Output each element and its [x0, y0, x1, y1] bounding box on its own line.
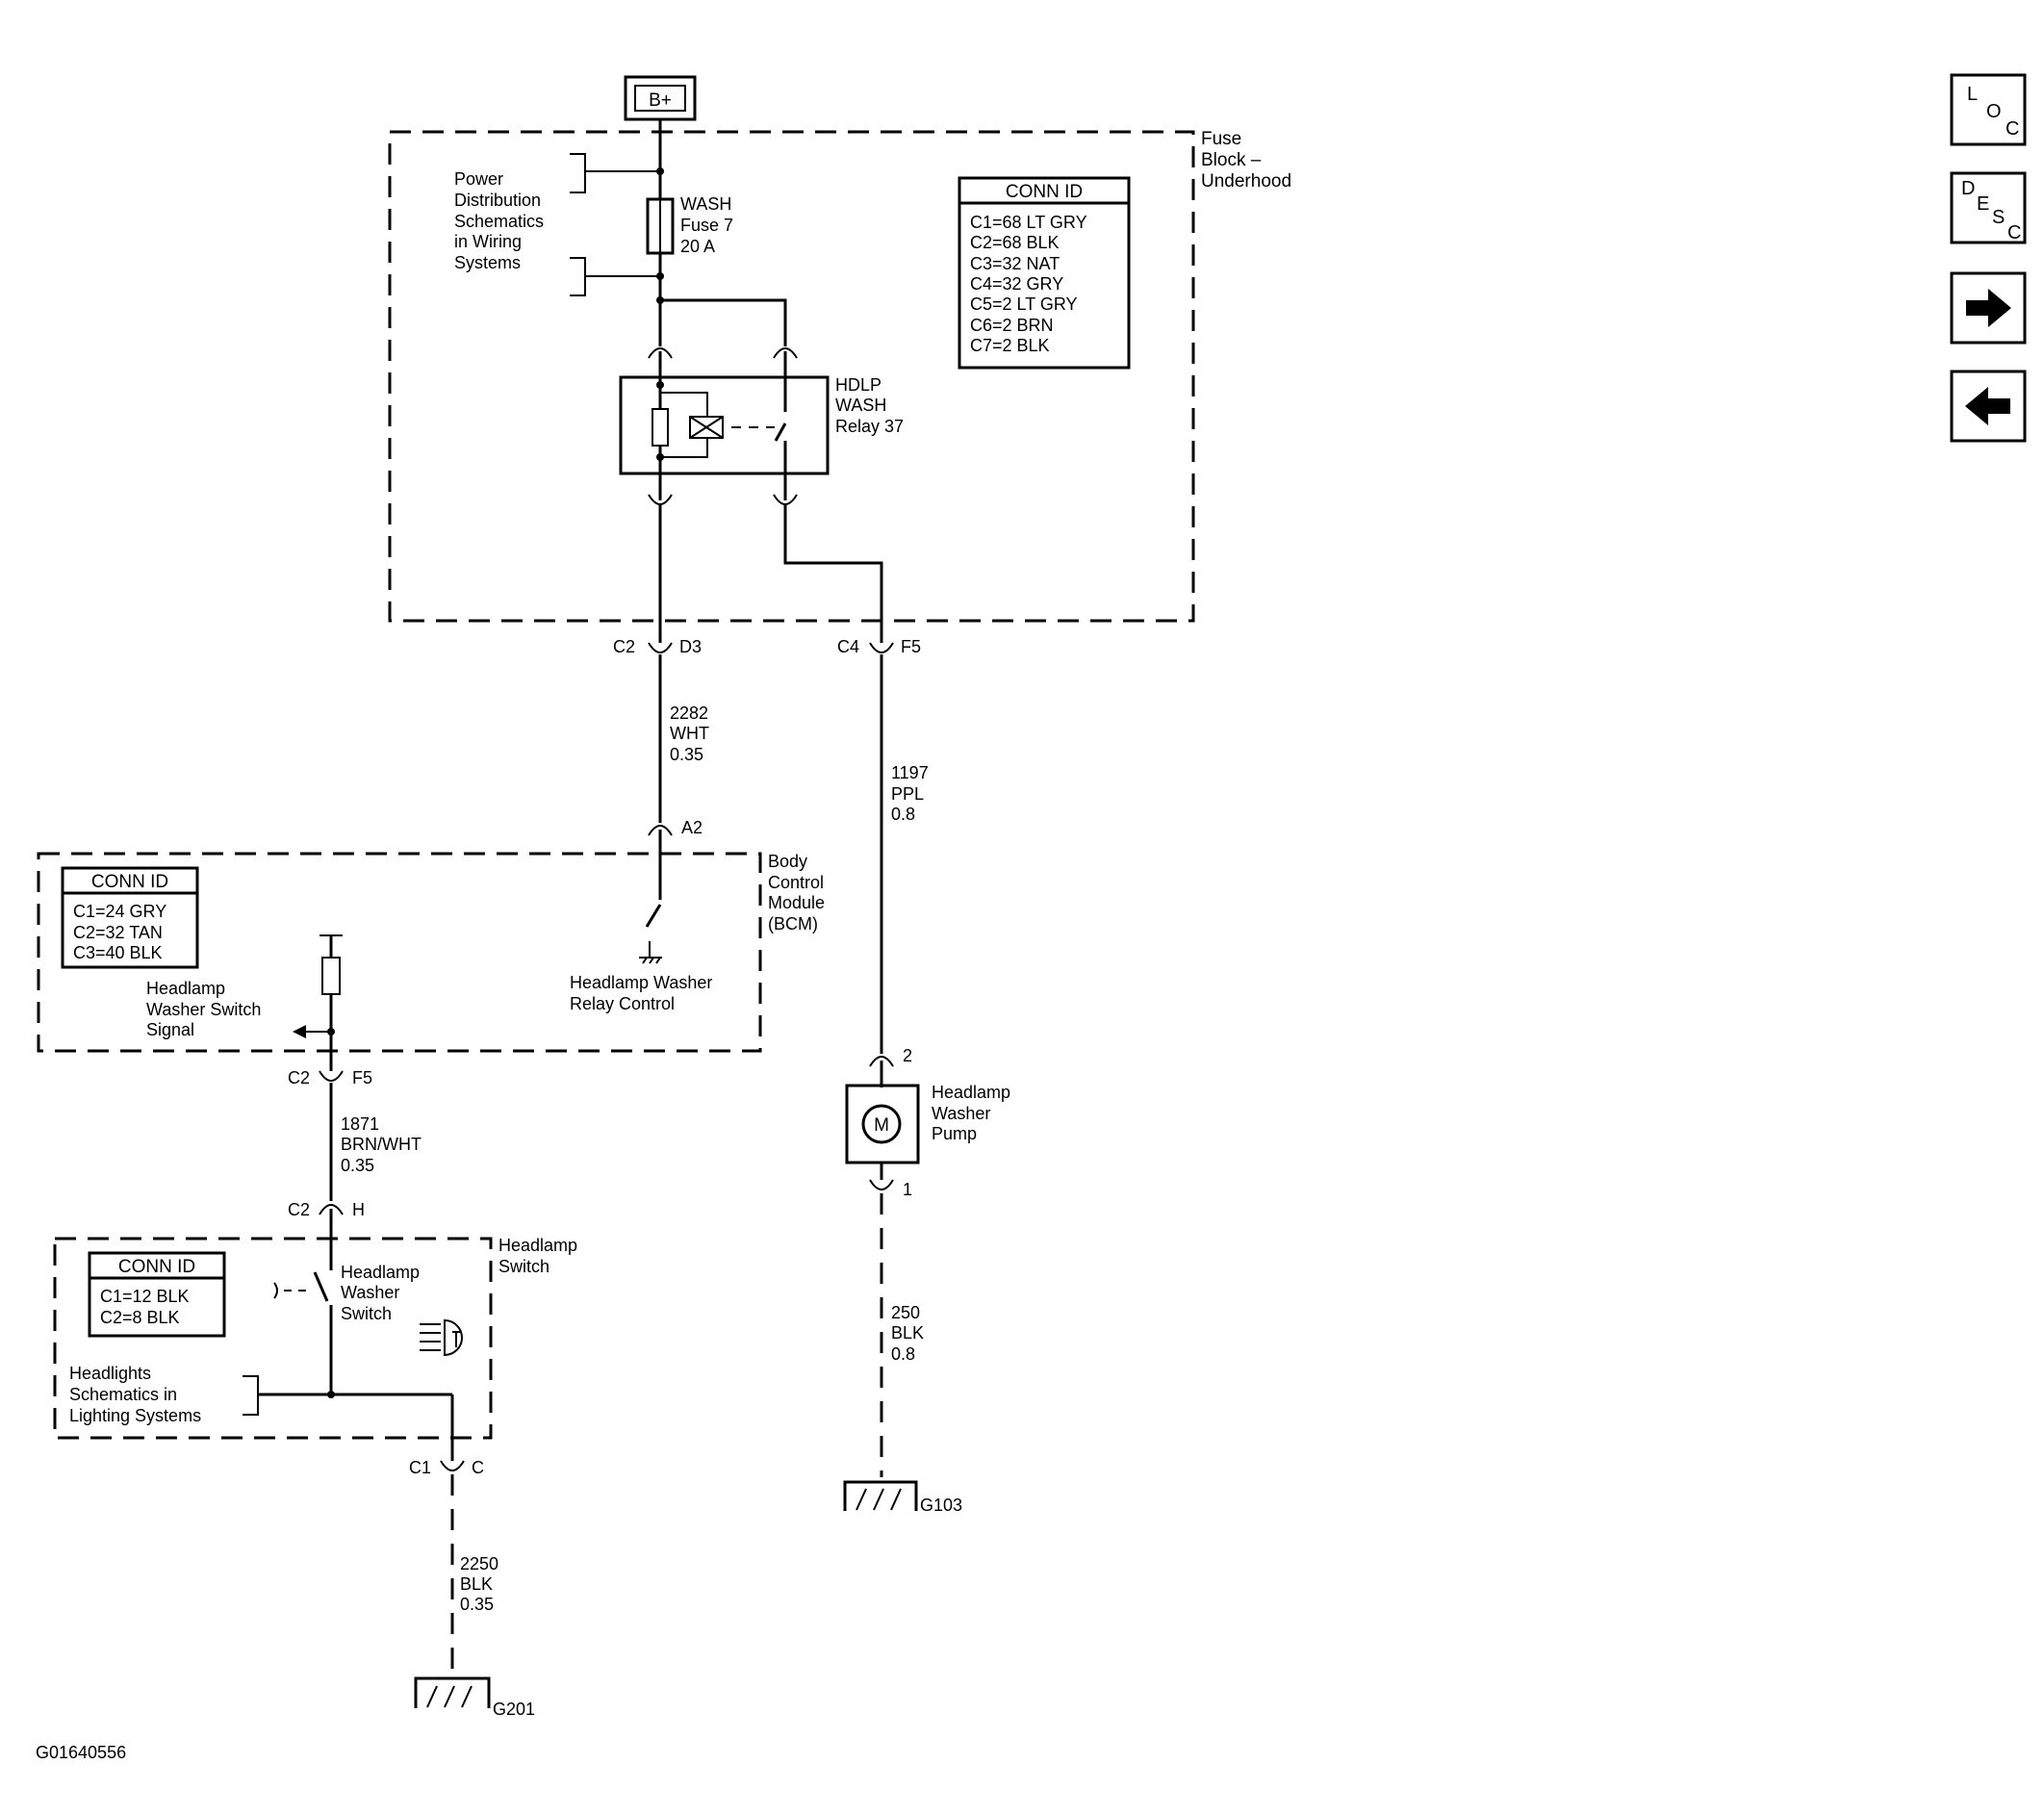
desc-button[interactable]: D E S C [1950, 171, 2027, 244]
svg-text:H: H [352, 1200, 365, 1219]
wire-1197-label: 1197 PPL 0.8 [891, 763, 933, 824]
svg-text:2: 2 [903, 1046, 912, 1065]
svg-text:L: L [1967, 84, 1978, 105]
figure-id: G01640556 [36, 1743, 126, 1762]
svg-text:WASH Fuse 7 20 A: WASH Fuse 7 20 A [680, 194, 738, 256]
svg-text:F5: F5 [901, 637, 921, 656]
wire-1871-label: 1871 BRN/WHT 0.35 [341, 1114, 426, 1175]
svg-text:C2: C2 [288, 1200, 310, 1219]
svg-text:Headlamp Washer Sw: Headlamp Washer Switch [341, 1263, 424, 1323]
headlamp-switch-conn-id-table: CONN ID C1=12 BLK C2=8 BLK [88, 1251, 226, 1338]
wire-2250-label: 2250 BLK 0.35 [460, 1554, 503, 1614]
svg-text:C2: C2 [613, 637, 635, 656]
ground-g103: G103 [843, 1480, 962, 1515]
svg-text:C1=24 GRY C2=32 TAN: C1=24 GRY C2=32 TAN C3=40 BLK [73, 902, 171, 962]
svg-text:Headlamp Washer Switch: Headlamp Washer Switch Signal [146, 979, 266, 1039]
svg-text:E: E [1977, 193, 1989, 215]
power-distribution-reference: Power Distribution Schematics in Wiring … [454, 153, 664, 296]
pump-connector-1: 1 [869, 1163, 912, 1199]
headlamp-icon [420, 1318, 463, 1357]
connector-a2: A2 [648, 818, 703, 857]
headlamp-washer-relay-control: Headlamp Washer Relay Control [570, 857, 717, 1013]
connector-c2-f5-bcm: C2 F5 [288, 1054, 372, 1087]
fuse-block-conn-id-table: CONN ID C1=68 LT GRY C2=68 BLK C3=32 NAT… [958, 176, 1131, 370]
svg-text:CONN ID: CONN ID [91, 872, 168, 892]
headlamp-washer-switch: Headlamp Washer Switch [273, 1236, 463, 1391]
forward-button[interactable] [1950, 271, 2027, 345]
svg-text:A2: A2 [681, 818, 703, 837]
loc-button[interactable]: L O C [1950, 73, 2027, 146]
svg-text:1: 1 [903, 1180, 912, 1199]
connector-c2-h: C2 H [288, 1200, 365, 1236]
svg-text:F5: F5 [352, 1068, 372, 1087]
bcm-conn-id-table: CONN ID C1=24 GRY C2=32 TAN C3=40 BLK [61, 866, 199, 969]
headlamp-switch-boundary [53, 1237, 493, 1440]
connector-c2-d3: C2 D3 [613, 626, 702, 656]
svg-text:C4: C4 [837, 637, 859, 656]
svg-text:C1: C1 [409, 1458, 431, 1477]
b-plus-label: B+ [649, 90, 672, 111]
arrow-left-icon [1965, 387, 2010, 425]
svg-text:C: C [472, 1458, 484, 1477]
wire-250-label: 250 BLK 0.8 [891, 1303, 929, 1364]
svg-text:Power Distribution: Power Distribution Schematics in Wiring … [454, 169, 549, 272]
svg-text:CONN ID: CONN ID [1006, 182, 1083, 202]
svg-text:HDLP WASH Relay 37: HDLP WASH Relay 37 [835, 375, 904, 436]
svg-text:G103: G103 [920, 1496, 962, 1515]
svg-text:C1=12 BLK C2=8 BLK: C1=12 BLK C2=8 BLK [100, 1287, 194, 1327]
headlamp-washer-switch-signal: Headlamp Washer Switch Signal [146, 934, 343, 1068]
ground-g201: G201 [414, 1676, 535, 1719]
pump-connector-2: 2 [869, 1046, 912, 1087]
svg-text:Headlights Schematics in: Headlights Schematics in Lighting System… [69, 1364, 201, 1425]
headlights-schematics-reference: Headlights Schematics in Lighting System… [69, 1364, 454, 1444]
fuse-block-underhood-boundary [388, 130, 1195, 623]
headlamp-washer-pump: M Headlamp Washer Pump [845, 1083, 1015, 1164]
bcm-title: Body Control Module (BCM) [768, 852, 830, 934]
back-button[interactable] [1950, 370, 2027, 443]
svg-text:G201: G201 [493, 1700, 535, 1719]
svg-text:CONN ID: CONN ID [118, 1257, 195, 1277]
svg-text:S: S [1992, 207, 2005, 228]
motor-symbol: M [874, 1115, 889, 1136]
wash-fuse-7: WASH Fuse 7 20 A [646, 194, 738, 256]
headlamp-switch-title: Headlamp Switch [498, 1236, 582, 1276]
svg-text:D3: D3 [679, 637, 702, 656]
connector-c1-c: C1 C [409, 1439, 484, 1477]
hdlp-wash-relay-37: HDLP WASH Relay 37 [619, 375, 904, 475]
svg-text:O: O [1986, 101, 2002, 122]
svg-text:C2: C2 [288, 1068, 310, 1087]
wire-2282-label: 2282 WHT 0.35 [670, 703, 714, 764]
svg-text:C: C [2006, 118, 2019, 140]
svg-text:Headlamp Washer Pu: Headlamp Washer Pump [932, 1083, 1015, 1143]
battery-power-terminal: B+ [624, 75, 697, 121]
bcm-boundary [37, 852, 762, 1053]
connector-c4-f5: C4 F5 [837, 626, 921, 656]
svg-text:C: C [2007, 222, 2021, 243]
svg-text:Headlamp Washer Relay Co: Headlamp Washer Relay Control [570, 973, 717, 1013]
svg-text:D: D [1961, 178, 1975, 199]
arrow-right-icon [1966, 289, 2011, 327]
svg-text:C1=68 LT GRY C2=68 BLK: C1=68 LT GRY C2=68 BLK C3=32 NAT C4=32 G… [970, 213, 1091, 355]
fuse-block-title: Fuse Block – Underhood [1201, 129, 1291, 192]
